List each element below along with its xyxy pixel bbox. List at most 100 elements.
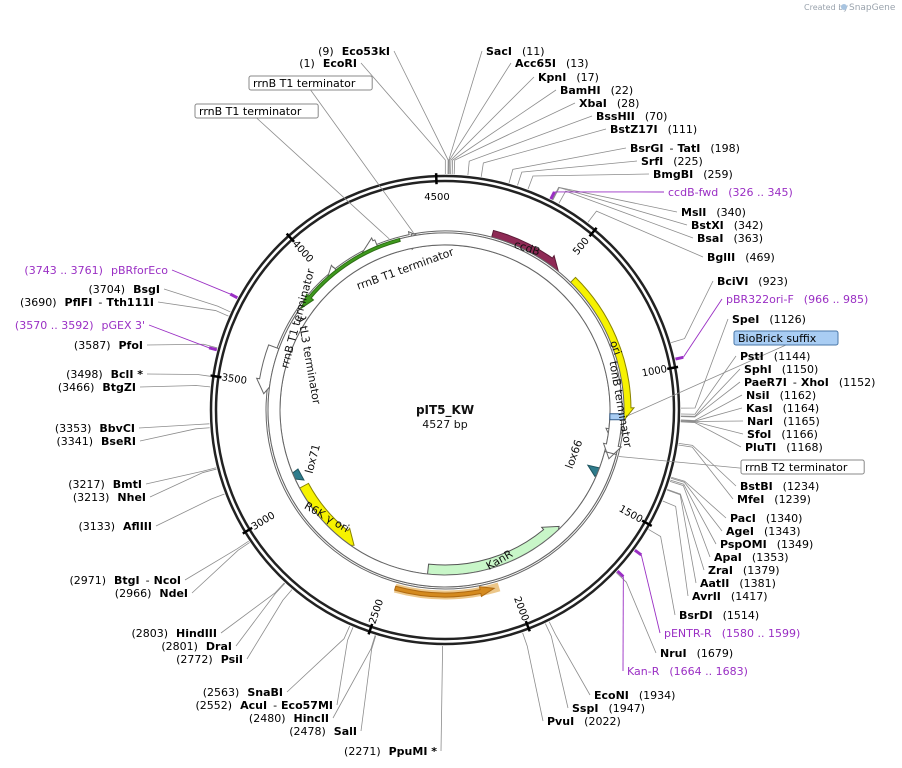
site-pos: (3217): [68, 478, 105, 491]
site-name: SphI: [744, 363, 772, 376]
site-name: BsrGI: [630, 142, 663, 155]
primer-mark-kan-r: [616, 569, 625, 578]
site-eco53ki[interactable]: (9)Eco53kI: [318, 45, 390, 58]
site-srfi[interactable]: SrfI(225): [641, 155, 703, 168]
site-xbai[interactable]: XbaI(28): [579, 97, 639, 110]
site-name: DraI: [206, 640, 232, 653]
leader-ecori: [360, 62, 446, 175]
site-sspi[interactable]: SspI(1947): [572, 702, 645, 715]
primer-pgex-3[interactable]: (3570 .. 3592)pGEX 3': [15, 319, 218, 352]
site-name: BsaI: [697, 232, 723, 245]
site-name: BbvCI: [99, 422, 135, 435]
site-nhei[interactable]: (3213)NheI: [73, 491, 146, 504]
site-nsii[interactable]: NsiI(1162): [746, 389, 816, 402]
site-name: ApaI: [714, 551, 742, 564]
primer-ccdb-fwd[interactable]: ccdB-fwd(326 .. 345): [549, 186, 793, 200]
site-bstz17i[interactable]: BstZ17I(111): [610, 123, 697, 136]
site-ppumi[interactable]: (2271)PpuMI *: [344, 745, 437, 758]
site-aatii[interactable]: AatII(1381): [700, 577, 776, 590]
site-bstxi[interactable]: BstXI(342): [691, 219, 763, 232]
site-pspomi[interactable]: PspOMI(1349): [720, 538, 813, 551]
leader-apai: [669, 480, 711, 558]
site-bcli[interactable]: (3498)BclI *: [66, 368, 143, 381]
site-pluti[interactable]: PluTI(1168): [745, 441, 823, 454]
site-saci[interactable]: SacI(11): [486, 45, 545, 58]
site-bcivi[interactable]: BciVI(923): [717, 275, 788, 288]
site-name: AvrII: [692, 590, 721, 603]
site-name: KasI: [746, 402, 773, 415]
site-paer7i[interactable]: PaeR7I-XhoI(1152): [744, 376, 875, 389]
boxed-label-biobrick-suffix-2[interactable]: BioBrick suffix: [733, 330, 839, 346]
site-pvui[interactable]: PvuI(2022): [547, 715, 621, 728]
site-sphi[interactable]: SphI(1150): [744, 363, 818, 376]
site-bglii[interactable]: BglII(469): [707, 251, 775, 264]
site-hindiii[interactable]: (2803)HindIII: [131, 627, 217, 640]
site-ecori[interactable]: (1)EcoRI: [299, 57, 357, 70]
site-bamhi[interactable]: BamHI(22): [560, 84, 633, 97]
site-acui[interactable]: (2552)AcuI-Eco57MI: [196, 699, 333, 712]
site-name: SfoI: [747, 428, 771, 441]
boxed-label-rrnb-t1-terminator-1[interactable]: rrnB T1 terminator: [194, 103, 319, 119]
site-text-bsgi: (3704)BsgI: [89, 283, 160, 296]
site-name: AgeI: [726, 525, 754, 538]
leader-drai: [235, 583, 286, 647]
site-text-econi: EcoNI(1934): [594, 689, 675, 702]
site-nari[interactable]: NarI(1165): [747, 415, 820, 428]
site-bsrdi[interactable]: BsrDI(1514): [679, 609, 759, 622]
site-pflfi[interactable]: (3690)PflFI-Tth111I: [20, 296, 154, 309]
site-apai[interactable]: ApaI(1353): [714, 551, 788, 564]
site-kasi[interactable]: KasI(1164): [746, 402, 819, 415]
site-econi[interactable]: EcoNI(1934): [594, 689, 675, 702]
site-bsrgi[interactable]: BsrGI-TatI(198): [630, 142, 740, 155]
primer-kan-r[interactable]: Kan-R(1664 .. 1683): [616, 569, 748, 678]
site-drai[interactable]: (2801)DraI: [161, 640, 232, 653]
site-paci[interactable]: PacI(1340): [730, 512, 802, 525]
site-name: AatII: [700, 577, 729, 590]
boxed-label-rrnb-t2-terminator-3[interactable]: rrnB T2 terminator: [740, 459, 865, 475]
lambda-tl3-label: λ tL3 terminator: [295, 315, 323, 406]
site-psii[interactable]: (2772)PsiI: [176, 653, 243, 666]
site-afliii[interactable]: (3133)AflIII: [78, 520, 152, 533]
rrnb-t1-terminator-green: [300, 237, 401, 310]
site-kpni[interactable]: KpnI(17): [538, 71, 599, 84]
site-sali[interactable]: (2478)SalI: [289, 725, 357, 738]
site-zrai[interactable]: ZraI(1379): [708, 564, 780, 577]
primer-pbrforeco[interactable]: (3743 .. 3761)pBRforEco: [24, 264, 239, 300]
tick-mark-500: [588, 227, 598, 238]
site-bmti[interactable]: (3217)BmtI: [68, 478, 142, 491]
site-snabi[interactable]: (2563)SnaBI: [203, 686, 283, 699]
site-btgi[interactable]: (2971)BtgI-NcoI: [69, 574, 181, 587]
primer-pbr322ori-f[interactable]: pBR322ori-F(966 .. 985): [675, 293, 868, 361]
site-btgzi[interactable]: (3466)BtgZI: [58, 381, 136, 394]
site-bbvci[interactable]: (3353)BbvCI: [55, 422, 135, 435]
leader-sali: [360, 635, 377, 732]
site-text-pspomi: PspOMI(1349): [720, 538, 813, 551]
site-bsai[interactable]: BsaI(363): [697, 232, 763, 245]
leader-ndei: [191, 542, 250, 594]
site-sfoi[interactable]: SfoI(1166): [747, 428, 818, 441]
boxed-label-rrnb-t1-terminator-0[interactable]: rrnB T1 terminator: [248, 75, 373, 91]
site-name: BsrDI: [679, 609, 713, 622]
site-hincii[interactable]: (2480)HincII: [249, 712, 329, 725]
leader-pspomi: [670, 479, 717, 545]
site-mfei[interactable]: MfeI(1239): [737, 493, 811, 506]
site-acc65i[interactable]: Acc65I(13): [515, 57, 589, 70]
site-ndei[interactable]: (2966)NdeI: [115, 587, 188, 600]
site-bstbi[interactable]: BstBI(1234): [740, 480, 819, 493]
site-avrii[interactable]: AvrII(1417): [692, 590, 767, 603]
site-bseri[interactable]: (3341)BseRI: [56, 435, 136, 448]
leader-eco53ki: [393, 50, 449, 175]
site-bsshii[interactable]: BssHII(70): [596, 110, 667, 123]
site-pos: (11): [522, 45, 545, 58]
site-agei[interactable]: AgeI(1343): [726, 525, 801, 538]
site-msli[interactable]: MslI(340): [681, 206, 746, 219]
site-spei[interactable]: SpeI(1126): [732, 313, 806, 326]
site-pfoi[interactable]: (3587)PfoI: [74, 339, 143, 352]
site-psti[interactable]: PstI(1144): [740, 350, 810, 363]
site-name: BssHII: [596, 110, 635, 123]
site-nrui[interactable]: NruI(1679): [660, 647, 733, 660]
site-bmgbi[interactable]: BmgBI(259): [653, 168, 733, 181]
site-pos: (1165): [783, 415, 820, 428]
primer-pentr-r[interactable]: pENTR-R(1580 .. 1599): [633, 548, 800, 640]
site-bsgi[interactable]: (3704)BsgI: [89, 283, 160, 296]
